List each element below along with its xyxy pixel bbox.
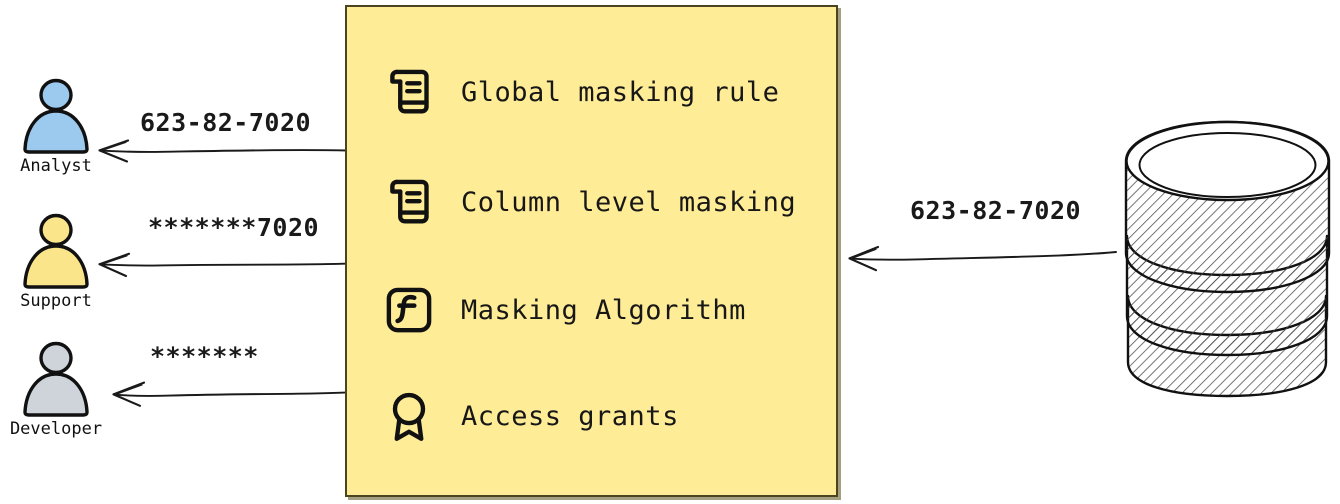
- database-icon: [1124, 120, 1331, 398]
- policy-row-label: Masking Algorithm: [461, 294, 746, 326]
- person-icon: [23, 341, 89, 417]
- arrow-to-support: [98, 252, 349, 278]
- arrow-label-developer: *******: [150, 342, 259, 371]
- actor-developer: Developer: [2, 341, 110, 439]
- policy-row-label: Global masking rule: [461, 76, 780, 108]
- arrow-to-analyst: [98, 139, 349, 163]
- actor-support: Support: [2, 213, 110, 311]
- policy-row[interactable]: Access grants: [381, 388, 679, 444]
- arrow-label-support: *******7020: [148, 213, 320, 242]
- arrow-to-developer: [112, 381, 349, 407]
- person-icon: [23, 78, 89, 154]
- function-box-icon: [386, 287, 432, 333]
- policy-row-label: Column level masking: [461, 186, 797, 218]
- scroll-icon: [390, 179, 429, 224]
- policy-card: Global masking rule Column level masking: [345, 5, 838, 497]
- actor-label: Developer: [9, 419, 103, 439]
- arrow-label-source: 623-82-7020: [910, 196, 1082, 225]
- policy-row[interactable]: Global masking rule: [381, 64, 779, 120]
- person-icon: [23, 213, 89, 289]
- actor-analyst: Analyst: [2, 78, 110, 176]
- actor-label: Support: [20, 291, 92, 311]
- policy-row[interactable]: Column level masking: [381, 174, 796, 230]
- award-ribbon-icon: [392, 392, 426, 441]
- policy-row-label: Access grants: [461, 400, 679, 432]
- actor-label: Analyst: [20, 156, 92, 176]
- policy-row[interactable]: Masking Algorithm: [381, 282, 746, 338]
- arrow-database-to-card: [848, 245, 1117, 272]
- arrow-label-analyst: 623-82-7020: [140, 108, 312, 137]
- scroll-icon: [390, 69, 429, 114]
